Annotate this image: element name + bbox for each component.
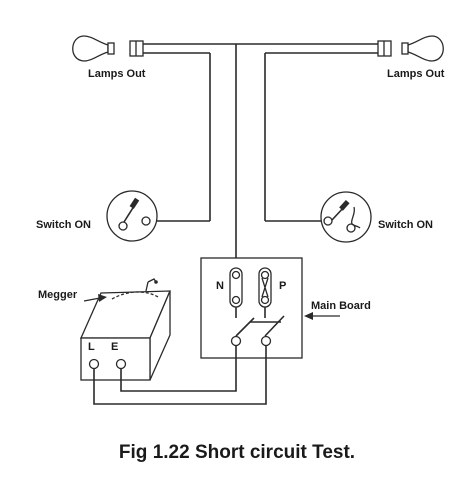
main-board-n-fuse-bottom	[231, 295, 241, 305]
switch-left-terminal-b	[141, 216, 151, 226]
megger-arrow-head	[98, 294, 107, 302]
switch-right-knob	[339, 199, 350, 211]
main-board-p-fuse-top	[260, 270, 270, 280]
figure-caption: Fig 1.22 Short circuit Test.	[119, 442, 355, 463]
lamp-right-cap	[401, 42, 409, 55]
switch-right	[320, 191, 372, 243]
megger-terminal-l-label: L	[88, 341, 95, 353]
switch-right-terminal-b	[346, 223, 356, 233]
megger	[79, 278, 171, 381]
lamp-left-bulb	[72, 35, 109, 62]
top-wiring	[143, 43, 378, 270]
megger-dial-arc	[111, 291, 159, 300]
megger-arrow-shaft	[83, 297, 101, 302]
switch-right-terminal-a	[323, 216, 333, 226]
switch-right-spring	[350, 206, 361, 229]
switch-on-right-label: Switch ON	[378, 219, 433, 231]
megger-label: Megger	[38, 289, 78, 301]
megger-terminal-e	[115, 358, 127, 370]
main-board-p-fuse-bottom	[260, 295, 270, 305]
main-board-blade-n	[235, 317, 255, 337]
main-board-n-label: N	[216, 280, 224, 292]
test-leads	[93, 346, 267, 405]
megger-pointer	[83, 294, 107, 302]
switch-left-knob	[129, 197, 140, 209]
main-board-box	[200, 257, 303, 359]
main-board	[200, 257, 303, 359]
switch-right-body	[320, 191, 372, 243]
switch-left-terminal-a	[118, 221, 128, 231]
main-board-out-p	[260, 335, 272, 347]
megger-terminal-e-label: E	[111, 341, 118, 353]
main-board-label: Main Board	[311, 300, 371, 312]
main-board-p-label: P	[279, 280, 286, 292]
megger-handle-knob	[154, 280, 158, 284]
switch-on-left-label: Switch ON	[36, 219, 91, 231]
main-board-pointer	[304, 312, 340, 320]
main-board-p-fuse-wire	[261, 277, 269, 298]
lamp-right-bulb	[407, 35, 444, 62]
megger-front-face	[80, 337, 151, 381]
switch-left-body	[106, 190, 158, 242]
main-board-n-fuse-top	[231, 270, 241, 280]
megger-handle-stem	[145, 281, 149, 292]
lamp-left-cap	[107, 42, 115, 55]
megger-terminal-l	[88, 358, 100, 370]
main-board-blade-p	[264, 315, 285, 337]
lamps-out-left-label: Lamps Out	[88, 68, 146, 80]
switch-left	[106, 190, 158, 242]
main-board-arrow-head	[304, 312, 313, 320]
lamp-left	[72, 35, 144, 62]
lamp-right	[377, 35, 444, 62]
main-board-out-n	[230, 335, 242, 347]
test-lead-l	[93, 346, 267, 405]
lamps-out-right-label: Lamps Out	[387, 68, 445, 80]
test-lead-e	[120, 346, 237, 392]
